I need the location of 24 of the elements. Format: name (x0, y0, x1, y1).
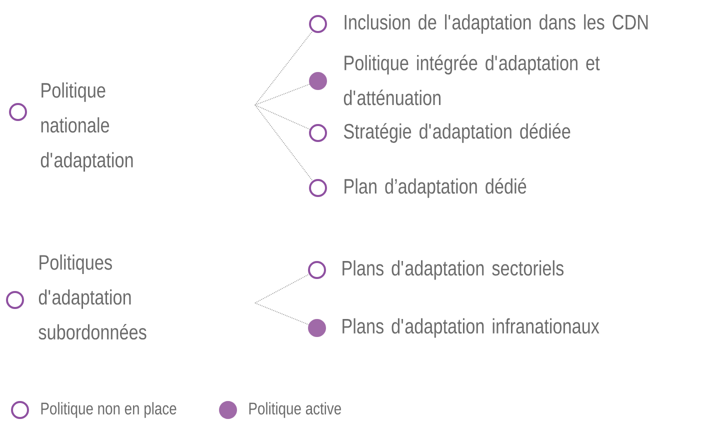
circle-marker (308, 261, 326, 279)
circle-marker (309, 124, 327, 142)
node-label: Inclusion de l'adaptation dans les CDN (344, 14, 648, 34)
legend-label: Politique active (249, 402, 341, 418)
circle-marker (309, 72, 327, 90)
circle-marker (309, 15, 327, 33)
connector-line (254, 104, 310, 130)
circle-marker (309, 179, 327, 197)
circle-marker (9, 103, 27, 121)
connector-line (254, 84, 310, 106)
legend-label: Politique non en place (41, 402, 176, 418)
connector-line (254, 30, 313, 106)
node-label: Plan d’adaptation dédié (344, 178, 526, 198)
node-label: Politique nationale d'adaptation (40, 82, 133, 172)
connector-line (254, 302, 310, 326)
circle-marker (6, 291, 24, 309)
circle-marker (308, 319, 326, 337)
node-label: Plans d'adaptation infranationaux (342, 318, 600, 338)
node-label: Plans d'adaptation sectoriels (342, 260, 564, 280)
node-label: Politique intégrée d'adaptation et d'atténuation (344, 54, 600, 106)
node-label: Politiques d'adaptation subordonnées (38, 254, 146, 340)
connector-line (254, 274, 310, 304)
connector-line (254, 104, 313, 182)
node-label: Stratégie d'adaptation dédiée (344, 123, 570, 143)
